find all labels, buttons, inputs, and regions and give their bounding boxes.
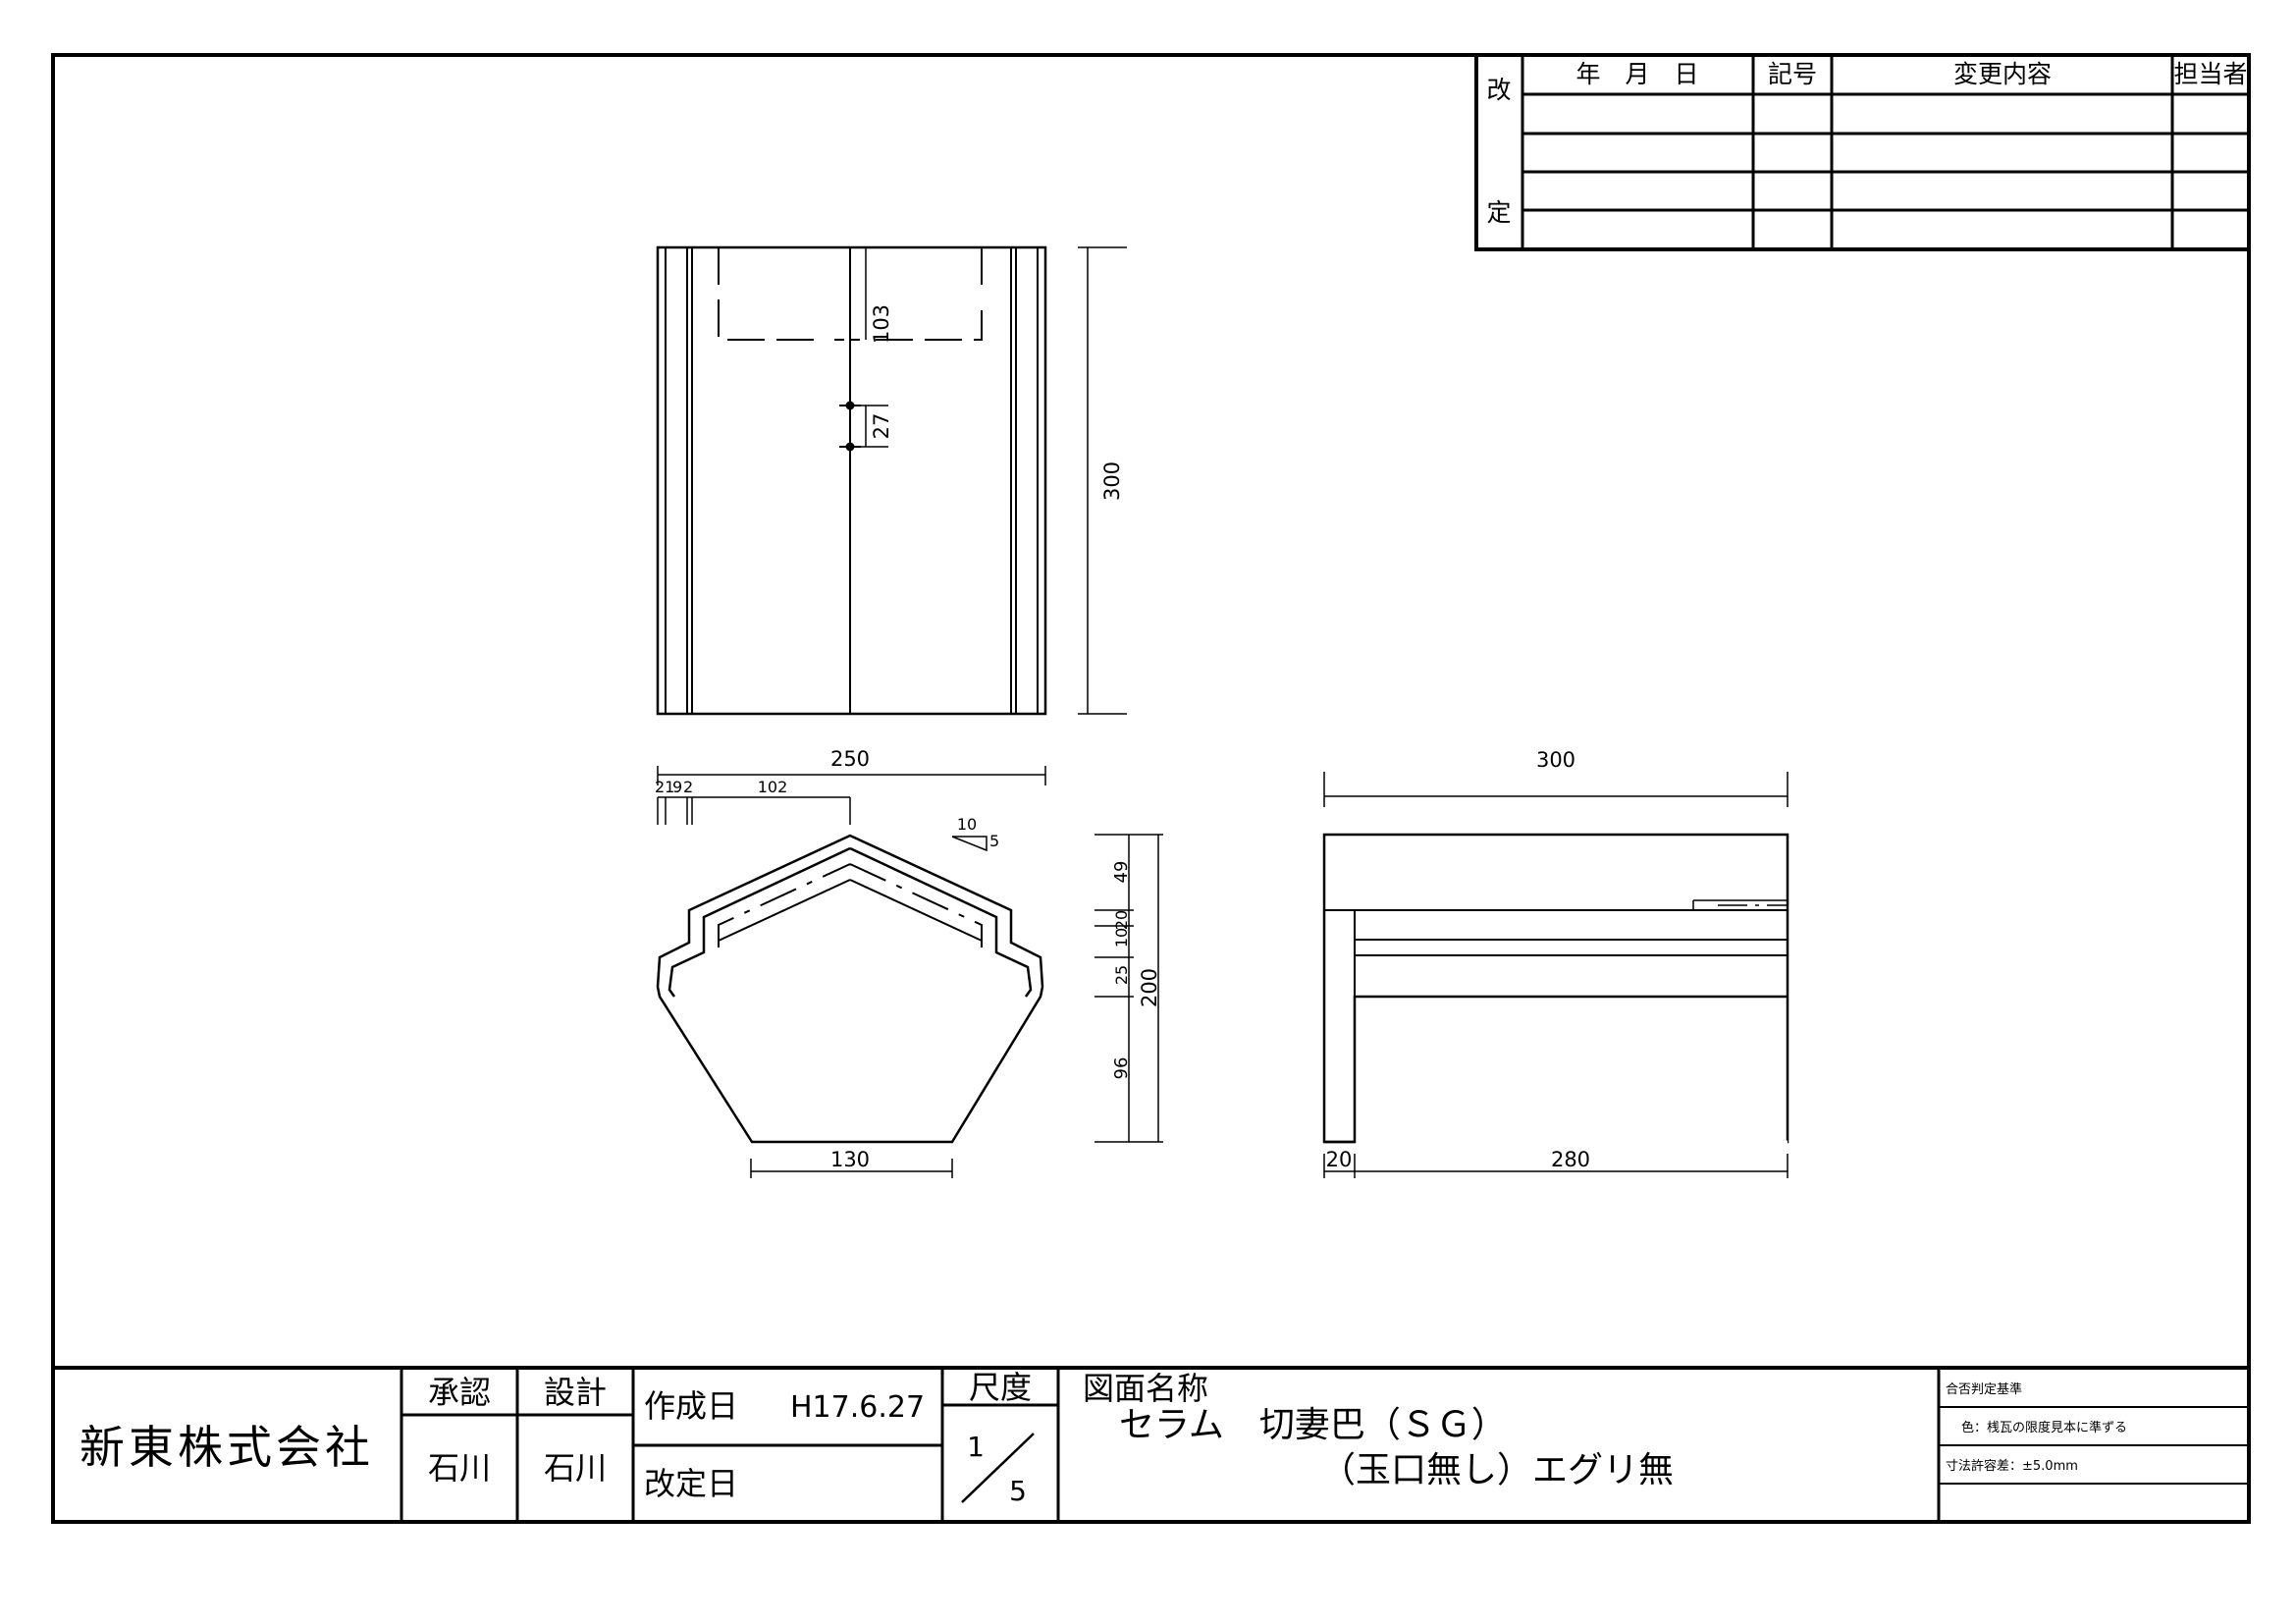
top-view bbox=[656, 245, 1047, 716]
dim-top-height: 300 bbox=[1100, 461, 1124, 501]
dim-front-width: 250 bbox=[830, 747, 870, 771]
drawing-name-line-2: （玉口無し）エグリ無 bbox=[1320, 1450, 1674, 1490]
side-view-dimensions bbox=[1323, 772, 1789, 1178]
created-label: 作成日 bbox=[644, 1387, 738, 1425]
top-view-dimensions bbox=[854, 246, 1127, 715]
revised-label: 改定日 bbox=[644, 1465, 738, 1502]
approve-label: 承認 bbox=[428, 1374, 491, 1411]
front-view-dimensions bbox=[657, 766, 1163, 1178]
dim-front-25: 25 bbox=[1112, 965, 1131, 985]
dim-side-20: 20 bbox=[1326, 1148, 1353, 1171]
dim-front-slope-5: 5 bbox=[989, 832, 999, 850]
company-name: 新東株式会社 bbox=[80, 1421, 374, 1474]
revision-side-label-bottom: 定 bbox=[1486, 198, 1511, 227]
criteria-color: 色：桟瓦の限度見本に準ずる bbox=[1961, 1420, 2127, 1435]
dim-front-96: 96 bbox=[1111, 1057, 1132, 1080]
revision-col-content: 変更内容 bbox=[1953, 60, 2052, 88]
drawing-name-line-1: セラム 切妻巴（ＳＧ） bbox=[1119, 1405, 1507, 1445]
approver-name: 石川 bbox=[428, 1449, 491, 1487]
scale-denominator: 5 bbox=[1009, 1475, 1027, 1507]
dim-front-9: 9 bbox=[672, 778, 682, 796]
dim-top-hole: 27 bbox=[870, 413, 893, 440]
title-block bbox=[53, 1366, 2249, 1522]
designer-name: 石川 bbox=[544, 1449, 607, 1487]
revision-col-date: 年 月 日 bbox=[1575, 60, 1698, 88]
front-view bbox=[656, 834, 1044, 1144]
dim-side-300: 300 bbox=[1536, 748, 1575, 772]
revision-col-person: 担当者 bbox=[2173, 60, 2247, 88]
dim-front-102: 102 bbox=[758, 778, 788, 796]
created-date: H17.6.27 bbox=[790, 1390, 925, 1425]
dim-front-10: 10 bbox=[1112, 928, 1131, 947]
dim-front-slope-10: 10 bbox=[957, 815, 977, 834]
dim-front-21: 21 bbox=[655, 778, 674, 796]
sheet-frame bbox=[51, 53, 2251, 1524]
revision-side-label-top: 改 bbox=[1486, 76, 1511, 104]
side-view-leg bbox=[1324, 995, 1788, 1144]
scale-numerator: 1 bbox=[967, 1431, 985, 1463]
drawing-name-label: 図面名称 bbox=[1083, 1370, 1208, 1407]
dim-side-280: 280 bbox=[1551, 1148, 1590, 1171]
dim-top-offset: 103 bbox=[870, 304, 893, 344]
criteria-tolerance: 寸法許容差：±5.0mm bbox=[1946, 1458, 2078, 1474]
revision-col-symbol: 記号 bbox=[1768, 60, 1817, 88]
dim-front-20: 20 bbox=[1112, 910, 1131, 930]
dim-front-49: 49 bbox=[1111, 861, 1132, 884]
criteria-label: 合否判定基準 bbox=[1946, 1381, 2022, 1397]
design-label: 設計 bbox=[544, 1374, 607, 1411]
dim-front-130: 130 bbox=[830, 1148, 870, 1171]
revision-block bbox=[1474, 53, 2251, 251]
dim-front-2: 2 bbox=[683, 778, 693, 796]
scale-label: 尺度 bbox=[969, 1369, 1032, 1406]
dim-front-200: 200 bbox=[1138, 968, 1161, 1007]
